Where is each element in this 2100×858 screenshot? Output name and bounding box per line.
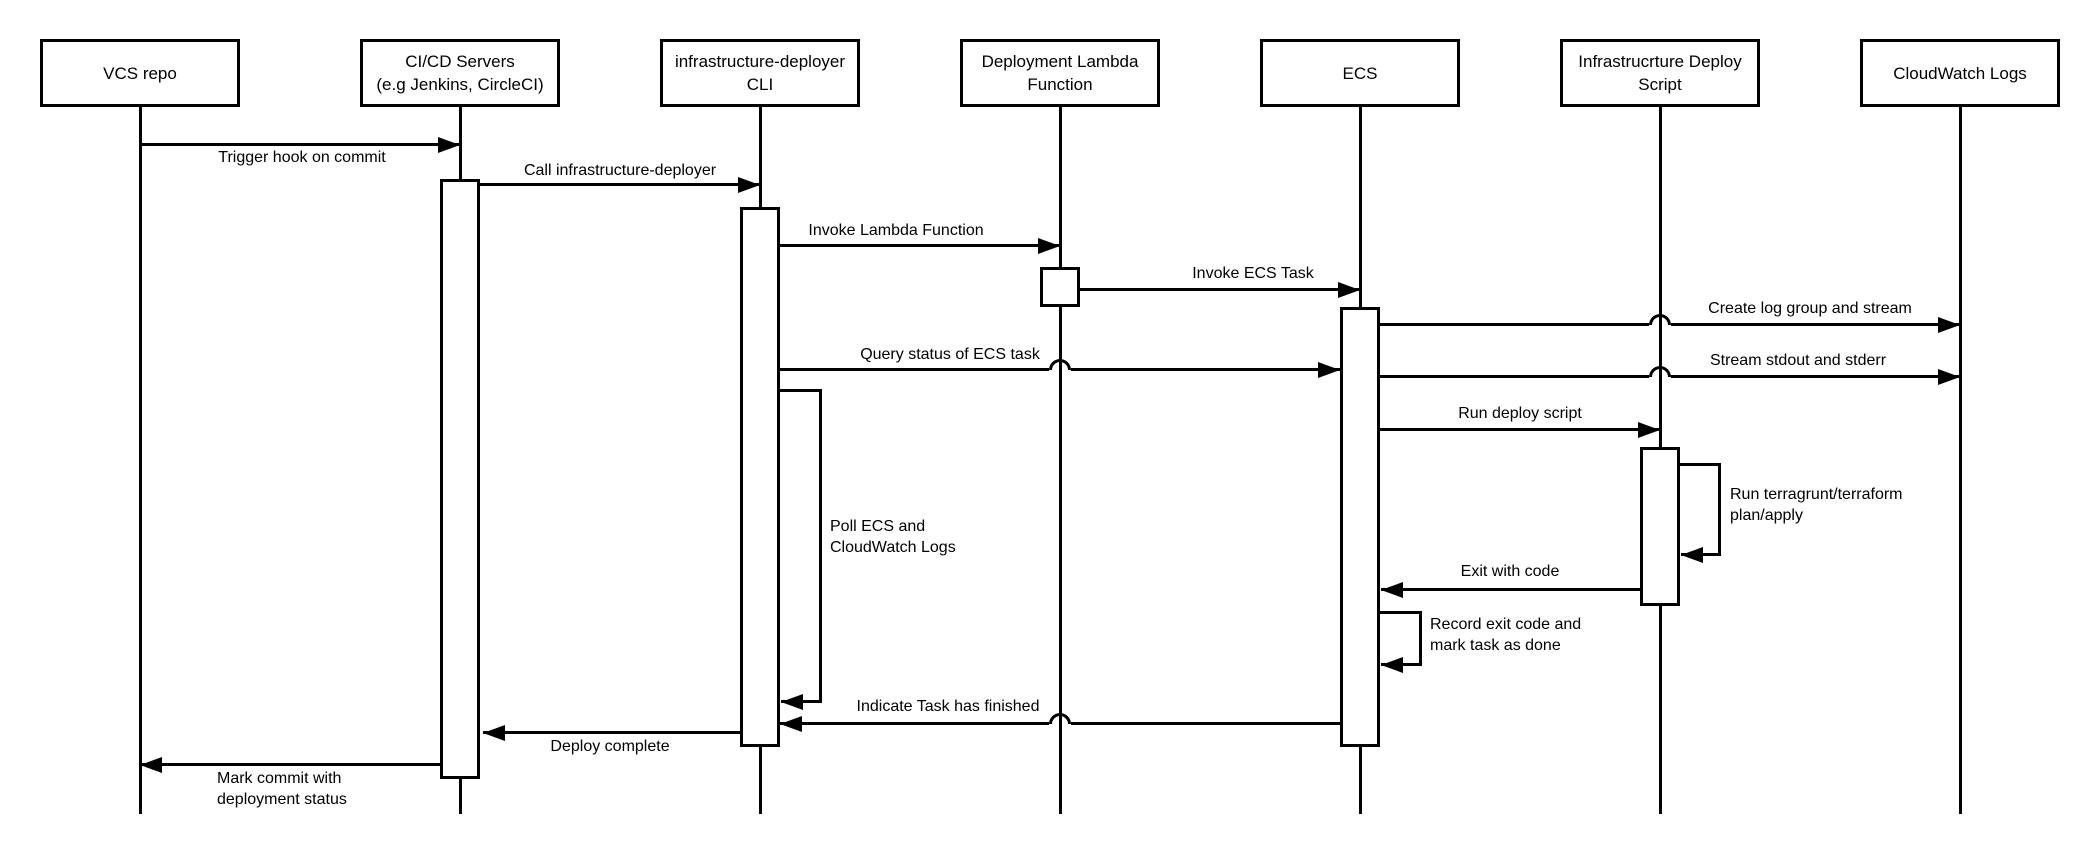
lifeline-deployment-lambda [1058,107,1062,814]
message-query-status-of-ecs-task-label: Query status of ECS task [860,346,1040,363]
message-deploy-complete-label: Deploy complete [550,738,670,755]
message-query-status-of-ecs-task-segment [1071,368,1340,371]
message-run-deploy-script-label: Run deploy script [1458,405,1582,422]
message-run-deploy-script-segment [1380,428,1660,431]
message-query-status-of-ecs-task-arrowhead [1318,362,1340,378]
self-message-poll-ecs-and-arrowhead [781,694,803,710]
self-message-poll-ecs-and-label: Poll ECS and CloudWatch Logs [830,518,956,556]
self-message-run-terragrunt-terraform-out-segment [1680,463,1721,466]
activation-cicd-servers [440,179,480,779]
message-invoke-lambda-function-segment [780,244,1060,247]
message-run-deploy-script-arrowhead [1638,422,1660,438]
message-indicate-task-has-finished-label: Indicate Task has finished [856,698,1040,715]
message-call-infrastructure-deployer-label: Call infrastructure-deployer [523,162,717,179]
message-invoke-lambda-function-arrowhead [1038,238,1060,254]
message-query-status-of-ecs-task-hop [1049,359,1071,370]
message-invoke-ecs-task-segment [1080,288,1360,291]
message-create-log-group-and-stream-segment [1671,323,1960,326]
participant-box-vcs-repo: VCS repo [40,39,240,107]
participant-box-cicd-servers: CI/CD Servers (e.g Jenkins, CircleCI) [360,39,560,107]
message-invoke-lambda-function-label: Invoke Lambda Function [808,222,984,239]
message-trigger-hook-on-commit-arrowhead [438,137,460,153]
message-indicate-task-has-finished-segment [780,722,1049,725]
self-message-run-terragrunt-terraform-arrowhead [1681,547,1703,563]
message-create-log-group-and-stream-label: Create log group and stream [1708,300,1912,317]
message-stream-stdout-and-stderr-segment [1671,375,1960,378]
participant-box-ecs: ECS [1260,39,1460,107]
message-mark-commit-with-label: Mark commit with deployment status [217,770,347,808]
activation-infra-deployer-cli [740,207,780,747]
message-trigger-hook-on-commit-label: Trigger hook on commit [218,149,386,166]
message-create-log-group-and-stream-arrowhead [1938,317,1960,333]
message-create-log-group-and-stream-hop [1649,314,1671,325]
self-message-run-terragrunt-terraform-down-segment [1718,463,1721,556]
participant-box-deployment-lambda: Deployment Lambda Function [960,39,1160,107]
message-invoke-ecs-task-label: Invoke ECS Task [1192,265,1314,282]
participant-box-infra-deployer-cli: infrastructure-deployer CLI [660,39,860,107]
lifeline-vcs-repo [138,107,142,814]
participant-box-cloudwatch-logs: CloudWatch Logs [1860,39,2060,107]
message-stream-stdout-and-stderr-arrowhead [1938,369,1960,385]
message-indicate-task-has-finished-arrowhead [780,716,802,732]
message-exit-with-code-label: Exit with code [1460,563,1560,580]
participant-box-infra-deploy-script: Infrastrucrture Deploy Script [1560,39,1760,107]
activation-infra-deploy-script [1640,447,1680,606]
self-message-record-exit-code-and-out-segment [1380,611,1422,614]
message-stream-stdout-and-stderr-hop [1649,366,1671,377]
message-stream-stdout-and-stderr-label: Stream stdout and stderr [1709,352,1887,369]
message-deploy-complete-arrowhead [483,725,505,741]
message-exit-with-code-segment [1381,588,1640,591]
lifeline-cloudwatch-logs [1958,107,1962,814]
message-stream-stdout-and-stderr-segment [1380,375,1649,378]
message-mark-commit-with-segment [140,763,440,766]
message-query-status-of-ecs-task-segment [780,368,1049,371]
activation-ecs [1340,307,1380,747]
message-deploy-complete-segment [483,731,740,734]
activation-deployment-lambda [1040,267,1080,307]
message-mark-commit-with-arrowhead [140,757,162,773]
message-invoke-ecs-task-arrowhead [1338,282,1360,298]
self-message-record-exit-code-and-label: Record exit code and mark task as done [1430,616,1582,654]
message-indicate-task-has-finished-hop [1049,713,1071,724]
self-message-record-exit-code-and-down-segment [1419,611,1422,666]
message-indicate-task-has-finished-segment [1071,722,1340,725]
message-call-infrastructure-deployer-segment [480,183,760,186]
message-trigger-hook-on-commit-segment [140,143,460,146]
message-call-infrastructure-deployer-arrowhead [738,177,760,193]
message-create-log-group-and-stream-segment [1380,323,1649,326]
self-message-poll-ecs-and-out-segment [780,389,822,392]
self-message-poll-ecs-and-down-segment [819,389,822,703]
self-message-run-terragrunt-terraform-label: Run terragrunt/terraform plan/apply [1730,486,1903,524]
message-exit-with-code-arrowhead [1381,582,1403,598]
self-message-record-exit-code-and-arrowhead [1381,657,1403,673]
